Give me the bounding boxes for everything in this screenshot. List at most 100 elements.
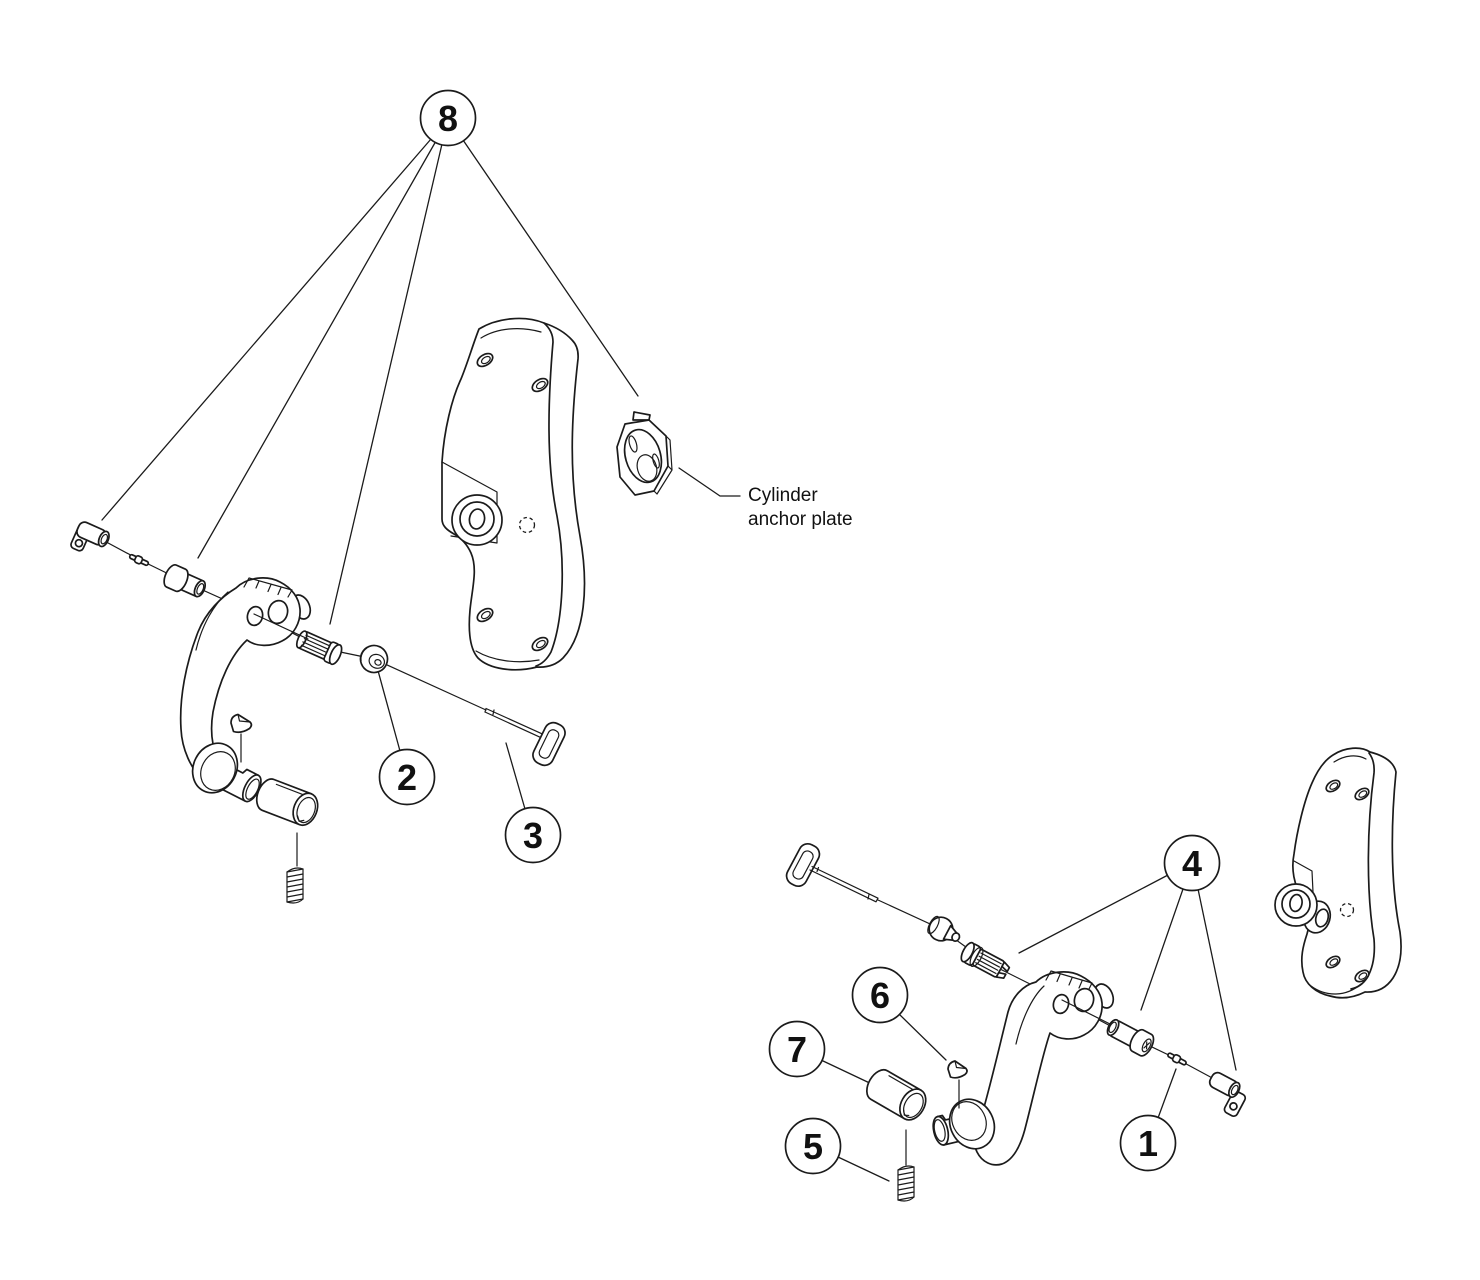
cylinder-face-ring <box>902 1092 924 1119</box>
leader-callout-4 <box>1018 874 1237 1071</box>
key-rod <box>809 865 879 903</box>
shank-bore <box>933 1119 946 1142</box>
leader-callout-7 <box>820 1059 877 1087</box>
spindle-bushing-left <box>163 564 207 598</box>
callout-leader-lines <box>101 138 1237 1182</box>
wedge-body <box>947 1060 968 1079</box>
hub-serrations <box>1045 970 1093 992</box>
leader-anchor-plate-label <box>678 467 741 497</box>
screw-hole-inner <box>1358 790 1368 798</box>
lever-handle-left <box>179 577 312 803</box>
clip-tab-hole <box>74 538 84 548</box>
anchor-tab <box>632 411 651 421</box>
plate-notch <box>1293 860 1314 893</box>
plate-dashed-hole <box>518 516 536 534</box>
plate-hub-hole <box>1289 893 1303 913</box>
screw-hole-inner <box>480 355 491 365</box>
callout-number: 1 <box>1138 1123 1158 1164</box>
plate-top-band <box>480 328 542 339</box>
neck-flange-inner <box>951 1101 987 1141</box>
anchor-plate-label-line1: Cylinder <box>748 485 818 506</box>
spring-sides <box>286 867 304 904</box>
handle-arm-contour <box>195 591 229 651</box>
spindle-splines <box>975 952 1002 975</box>
callout-1: 1 <box>1119 1114 1177 1172</box>
key-loop-outer <box>532 721 566 767</box>
callout-circle <box>419 89 477 147</box>
callout-circle <box>768 1020 826 1078</box>
handle-body <box>973 971 1103 1166</box>
cam-nose-cap <box>951 932 961 942</box>
pin-collar <box>133 555 144 565</box>
callout-4: 4 <box>1163 834 1221 892</box>
dogging-key-right <box>785 842 879 903</box>
anchor-ring <box>623 428 663 484</box>
plate-screw-holes <box>476 352 549 652</box>
cylinder-shell <box>866 1068 927 1121</box>
neck-flange-inner <box>200 751 236 791</box>
leader-callout-2 <box>376 666 401 752</box>
key-rod <box>484 707 543 738</box>
anchor-plate-label: Cylinder anchor plate <box>748 485 853 530</box>
tailpiece-clip-left <box>70 521 110 552</box>
callout-circle <box>378 748 436 806</box>
callout-circle <box>784 1117 842 1175</box>
lever-handle-right <box>932 970 1119 1166</box>
plate-lug-hole <box>1314 908 1330 928</box>
bushing-bore <box>1108 1021 1117 1034</box>
screw-hole-inner <box>1358 972 1368 980</box>
anchor-cylinder-hole <box>636 454 658 482</box>
key-loop <box>785 842 821 888</box>
lock-cylinder-right <box>866 1068 927 1166</box>
callout-number: 7 <box>787 1029 807 1070</box>
shank-bore <box>245 778 260 800</box>
callout-6: 6 <box>851 966 909 1024</box>
clip-tube-bore <box>1230 1084 1239 1096</box>
handle-body <box>179 577 301 782</box>
cylinder-keyway <box>903 1109 910 1117</box>
hub-cylinder-hole <box>267 599 289 625</box>
callout-number: 6 <box>870 975 890 1016</box>
cylinder-spring-right <box>897 1165 915 1202</box>
escutcheon-plate-right <box>1274 747 1402 999</box>
cylinder-cam-right <box>927 915 961 942</box>
hub-serrations <box>243 577 293 598</box>
cylinder-keyway <box>296 815 305 822</box>
cam-hub <box>374 659 382 666</box>
callout-circle <box>1163 834 1221 892</box>
cylinder-shell <box>255 778 319 827</box>
callout-circle <box>504 806 562 864</box>
wedge-edge <box>954 1060 967 1070</box>
tailpiece-clip-right <box>1208 1071 1247 1118</box>
callout-5: 5 <box>784 1117 842 1175</box>
hub-axis-segment <box>1061 999 1119 1029</box>
cam-ring <box>927 915 940 935</box>
wedge-body <box>230 713 253 734</box>
spring-sides <box>897 1165 915 1202</box>
key-loop-inner <box>792 850 814 880</box>
cylinder-anchor-plate <box>616 411 673 496</box>
plate-screw-holes <box>1325 779 1370 983</box>
clip-tab-hole <box>1229 1101 1238 1111</box>
hub-axis-segment <box>253 613 309 640</box>
spring-coils <box>897 1166 915 1201</box>
key-loop-inner <box>538 729 560 759</box>
leader-callout-8 <box>101 138 639 625</box>
key-loop-outer <box>785 842 821 888</box>
spring-coils <box>286 868 304 903</box>
cam-ring <box>368 653 386 669</box>
actuator-pin-left <box>128 553 150 567</box>
callout-3: 3 <box>504 806 562 864</box>
screw-hole-inner <box>1329 958 1339 966</box>
plate-hub-hole <box>468 508 486 530</box>
spindle-end <box>295 630 308 649</box>
plate-bottom-band <box>475 650 540 663</box>
escutcheon-plate-left <box>441 317 586 671</box>
callout-circle <box>851 966 909 1024</box>
pin-collar <box>1171 1053 1182 1064</box>
callout-2: 2 <box>378 748 436 806</box>
dogging-key-left <box>484 707 566 767</box>
plate-top-band <box>1333 755 1367 763</box>
plate-silhouette <box>441 317 586 671</box>
callout-number: 8 <box>438 98 458 139</box>
